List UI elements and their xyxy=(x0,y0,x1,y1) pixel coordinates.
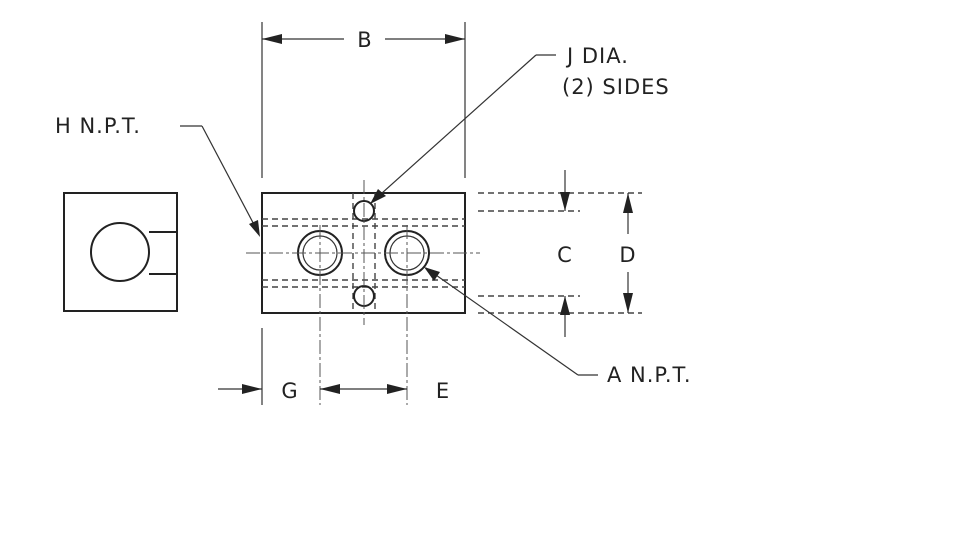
arrow-a xyxy=(424,267,440,281)
label-j-line2: (2) SIDES xyxy=(562,75,670,99)
label-h: H N.P.T. xyxy=(55,114,141,138)
dimension-g-e: G E xyxy=(218,328,450,405)
leader-h-line xyxy=(201,125,260,235)
arrow-b-left xyxy=(262,34,282,44)
label-g: G xyxy=(281,379,298,403)
dimension-c-d: C D xyxy=(478,170,642,337)
arrow-c-bottom xyxy=(560,296,570,315)
end-view-outline xyxy=(63,192,178,312)
leader-h: H N.P.T. xyxy=(55,114,260,237)
end-view-bore xyxy=(90,222,150,282)
arrow-h xyxy=(249,220,260,237)
leader-j: J DIA. (2) SIDES xyxy=(370,44,670,204)
label-d: D xyxy=(619,243,636,267)
end-view xyxy=(63,192,178,312)
leader-a-line xyxy=(425,267,579,376)
label-b: B xyxy=(357,28,372,52)
leader-j-line xyxy=(371,54,537,203)
dimension-b: B xyxy=(261,22,466,178)
label-e: E xyxy=(436,379,450,403)
arrow-c-top xyxy=(560,192,570,211)
leader-a: A N.P.T. xyxy=(424,267,692,387)
arrow-d-top xyxy=(623,193,633,213)
arrow-d-bottom xyxy=(623,293,633,313)
label-c: C xyxy=(557,243,573,267)
front-view xyxy=(246,180,480,405)
arrow-b-right xyxy=(445,34,465,44)
arrow-e-left xyxy=(320,384,340,394)
label-j-line1: J DIA. xyxy=(565,44,629,68)
arrow-e-right xyxy=(387,384,407,394)
label-a: A N.P.T. xyxy=(607,363,692,387)
arrow-j xyxy=(370,189,386,204)
arrow-g xyxy=(242,384,262,394)
